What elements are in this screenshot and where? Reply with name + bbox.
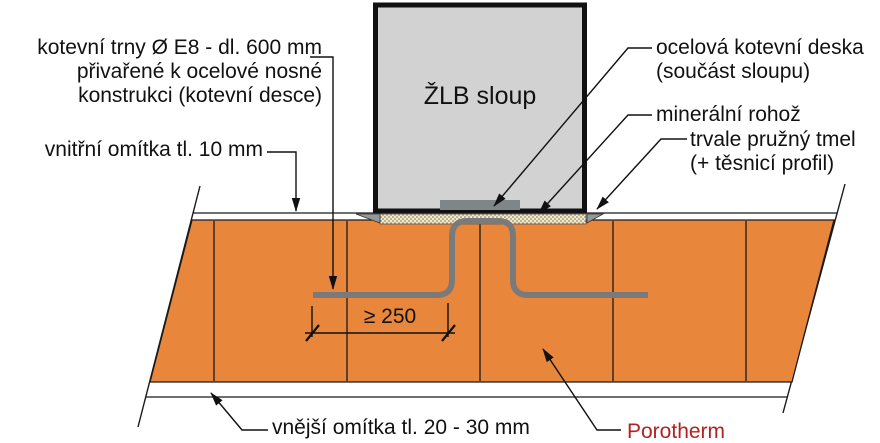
leader-mineral-mat	[538, 114, 652, 214]
anchor-rods	[313, 218, 648, 298]
dimension-tick-right	[441, 324, 456, 342]
leader-anchor-plate	[493, 47, 652, 207]
steel-anchor-plate	[440, 200, 520, 210]
dimension-tick-left	[305, 324, 320, 342]
sealant-wedge-left	[355, 213, 381, 224]
label-sealant: trvale pružný tmel (+ těsnicí profil)	[690, 128, 856, 175]
leader-sealant	[596, 138, 687, 210]
label-mineral-mat: minerální rohož	[656, 103, 801, 126]
leader-brand	[542, 348, 621, 431]
masonry-joints	[213, 221, 747, 381]
leader-anchor-pins	[310, 56, 338, 290]
leader-outer-plaster	[210, 392, 268, 431]
leader-lines	[210, 47, 687, 431]
masonry-wall	[149, 219, 835, 383]
label-anchor-pins: kotevní trny Ø E8 - dl. 600 mm přivařené…	[37, 36, 322, 107]
concrete-column	[373, 2, 587, 214]
leader-inner-plaster	[267, 151, 301, 212]
label-anchor-plate: ocelová kotevní deska (součást sloupu)	[656, 36, 864, 83]
label-column: ŽLB sloup	[423, 82, 537, 110]
label-brand-porotherm: Porotherm	[627, 420, 726, 443]
label-outer-plaster: vnější omítka tl. 20 - 30 mm	[272, 416, 530, 439]
dimension-group	[305, 303, 456, 342]
dimension-text: ≥ 250	[363, 305, 417, 328]
sealant-wedge-right	[586, 213, 605, 224]
label-inner-plaster: vnitřní omítka tl. 10 mm	[44, 138, 263, 161]
